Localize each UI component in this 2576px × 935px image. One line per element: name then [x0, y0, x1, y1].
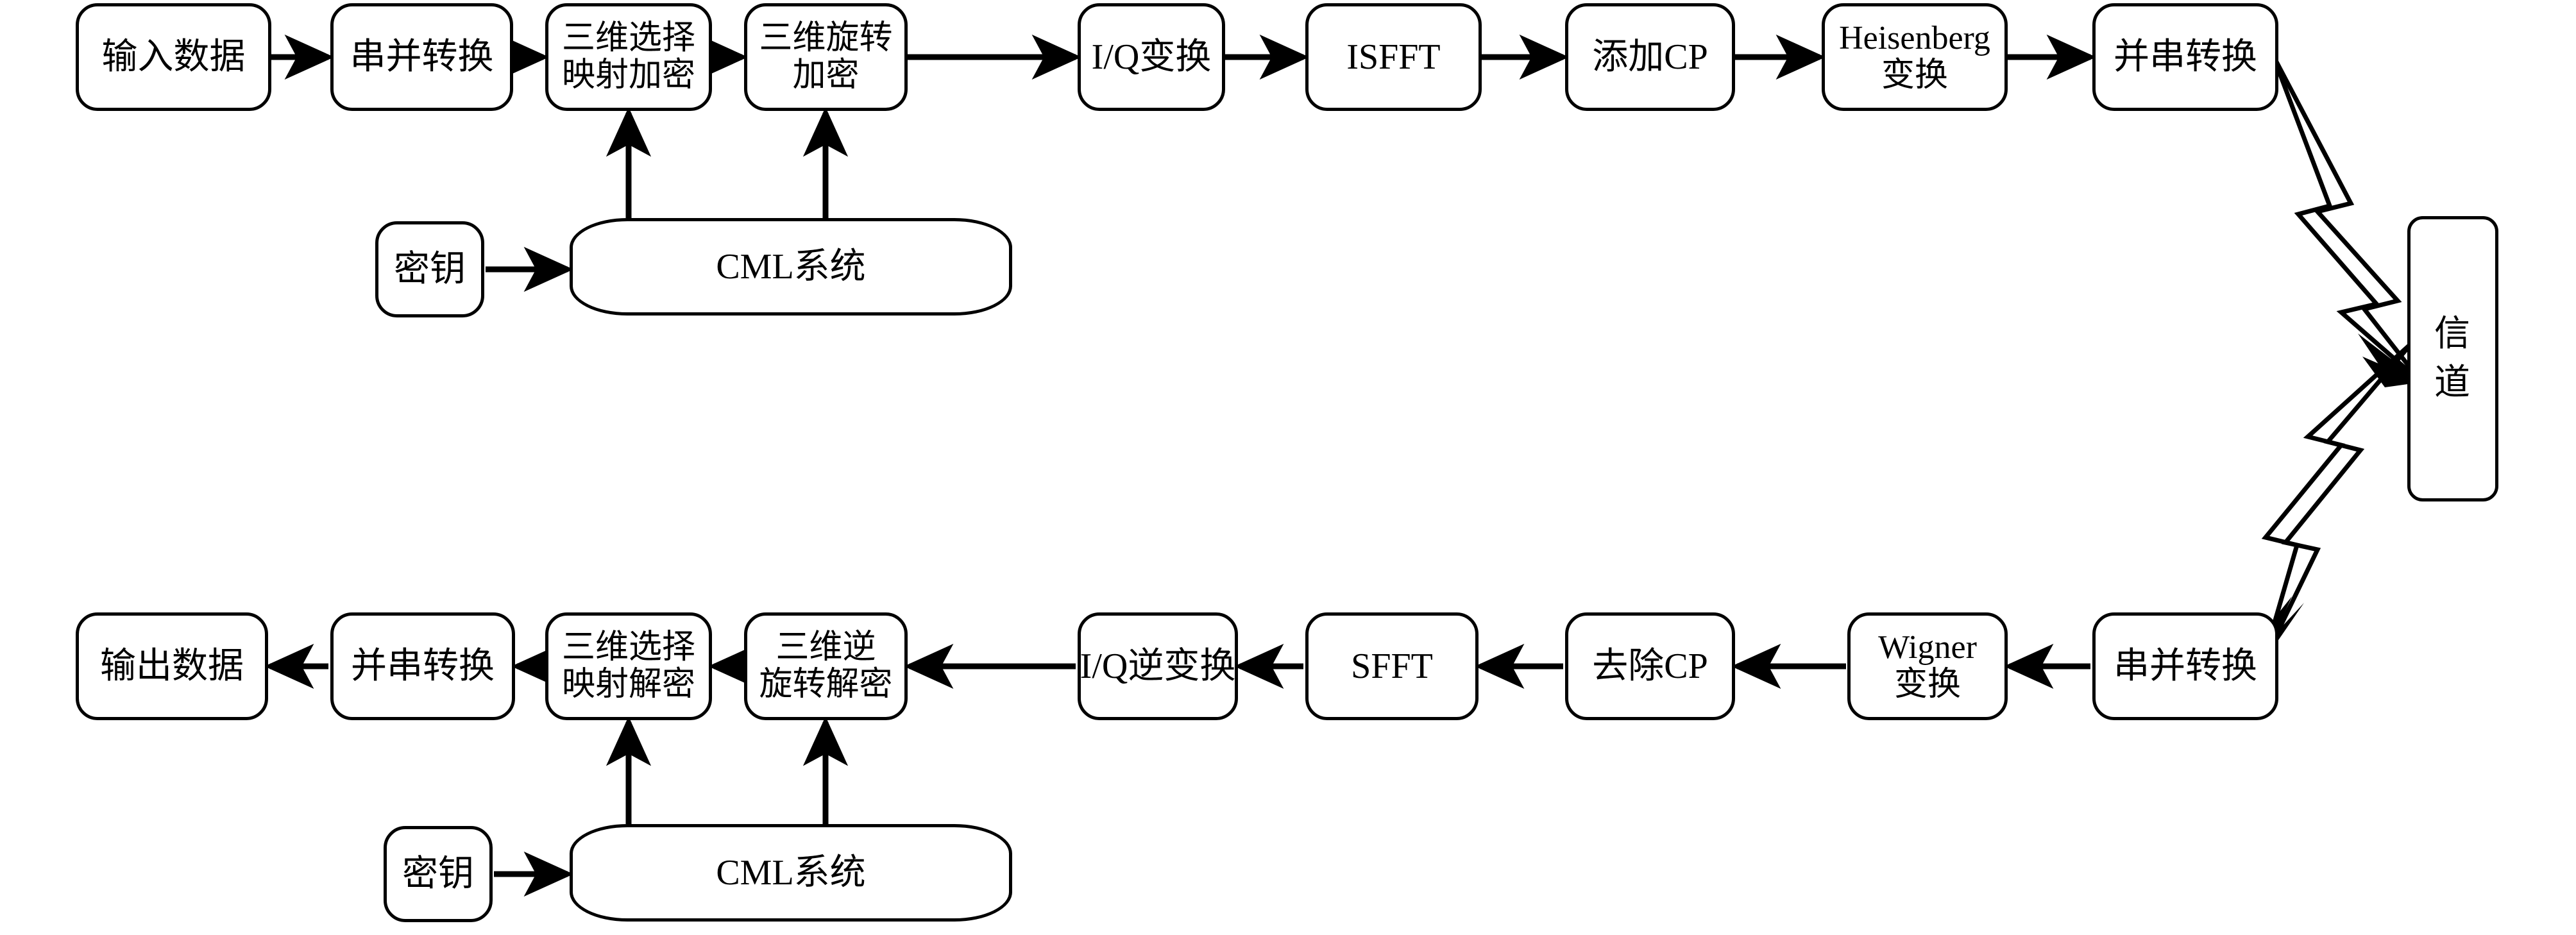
node-label-line2: 映射加密: [561, 57, 695, 94]
node-label: CML系统: [716, 246, 866, 287]
node-label: 去除CP: [1592, 646, 1708, 686]
node-label: CML系统: [716, 852, 866, 893]
node-label: 串并转换: [350, 37, 494, 77]
node-label-line1: Wigner: [1878, 628, 1977, 666]
node-label-line1: 信: [2434, 314, 2471, 354]
node-channel[interactable]: 信 道: [2407, 216, 2498, 501]
node-label-line2: 旋转解密: [759, 666, 893, 703]
lightning-tx-to-channel: [2270, 53, 2423, 387]
node-label-line2: 变换: [1894, 666, 1961, 703]
node-label: 密钥: [394, 249, 466, 289]
node-tx-isfft[interactable]: ISFFT: [1305, 3, 1482, 111]
node-tx-iq-transform[interactable]: I/Q变换: [1078, 3, 1225, 111]
node-label-line2: 映射解密: [561, 666, 695, 703]
node-label-line1: 三维逆: [775, 628, 876, 666]
node-label: 输入数据: [101, 37, 246, 77]
lightning-channel-to-rx: [2260, 341, 2414, 664]
node-tx-3d-select-map-encrypt[interactable]: 三维选择 映射加密: [545, 3, 712, 111]
node-label: ISFFT: [1346, 37, 1441, 77]
node-rx-3d-inverse-rotate-decrypt[interactable]: 三维逆 旋转解密: [744, 612, 908, 720]
node-tx-parallel-serial[interactable]: 并串转换: [2092, 3, 2278, 111]
node-rx-remove-cp[interactable]: 去除CP: [1565, 612, 1735, 720]
node-tx-key[interactable]: 密钥: [375, 221, 484, 317]
node-label: 添加CP: [1592, 37, 1708, 77]
node-rx-output-data[interactable]: 输出数据: [76, 612, 268, 720]
node-tx-3d-rotate-encrypt[interactable]: 三维旋转 加密: [744, 3, 908, 111]
node-rx-serial-parallel[interactable]: 串并转换: [2092, 612, 2278, 720]
node-rx-cml-system[interactable]: CML系统: [570, 824, 1012, 922]
node-rx-sfft[interactable]: SFFT: [1305, 612, 1479, 720]
node-label-line1: 三维选择: [561, 19, 695, 56]
node-label-line2: 加密: [792, 57, 860, 94]
node-label: I/Q变换: [1091, 37, 1212, 77]
node-rx-key[interactable]: 密钥: [384, 826, 493, 922]
node-rx-parallel-serial[interactable]: 并串转换: [330, 612, 515, 720]
node-label-line1: 三维旋转: [759, 19, 893, 56]
node-tx-serial-parallel[interactable]: 串并转换: [330, 3, 513, 111]
node-rx-wigner-transform[interactable]: Wigner 变换: [1847, 612, 2008, 720]
node-label: I/Q逆变换: [1080, 646, 1236, 686]
node-rx-iq-inverse-transform[interactable]: I/Q逆变换: [1078, 612, 1238, 720]
node-label: SFFT: [1351, 646, 1433, 686]
node-tx-add-cp[interactable]: 添加CP: [1565, 3, 1735, 111]
node-tx-input-data[interactable]: 输入数据: [76, 3, 271, 111]
node-label-line1: Heisenberg: [1839, 19, 1990, 56]
node-label-line2: 变换: [1881, 57, 1948, 94]
node-tx-heisenberg-transform[interactable]: Heisenberg 变换: [1822, 3, 2008, 111]
node-tx-cml-system[interactable]: CML系统: [570, 218, 1012, 316]
node-label: 串并转换: [2114, 646, 2257, 686]
node-label: 并串转换: [351, 646, 495, 686]
node-label-line2: 道: [2434, 362, 2471, 403]
node-label-line1: 三维选择: [561, 628, 695, 666]
node-label: 并串转换: [2114, 37, 2257, 77]
node-rx-3d-select-map-decrypt[interactable]: 三维选择 映射解密: [545, 612, 712, 720]
node-label: 输出数据: [100, 646, 244, 686]
node-label: 密钥: [402, 854, 474, 894]
